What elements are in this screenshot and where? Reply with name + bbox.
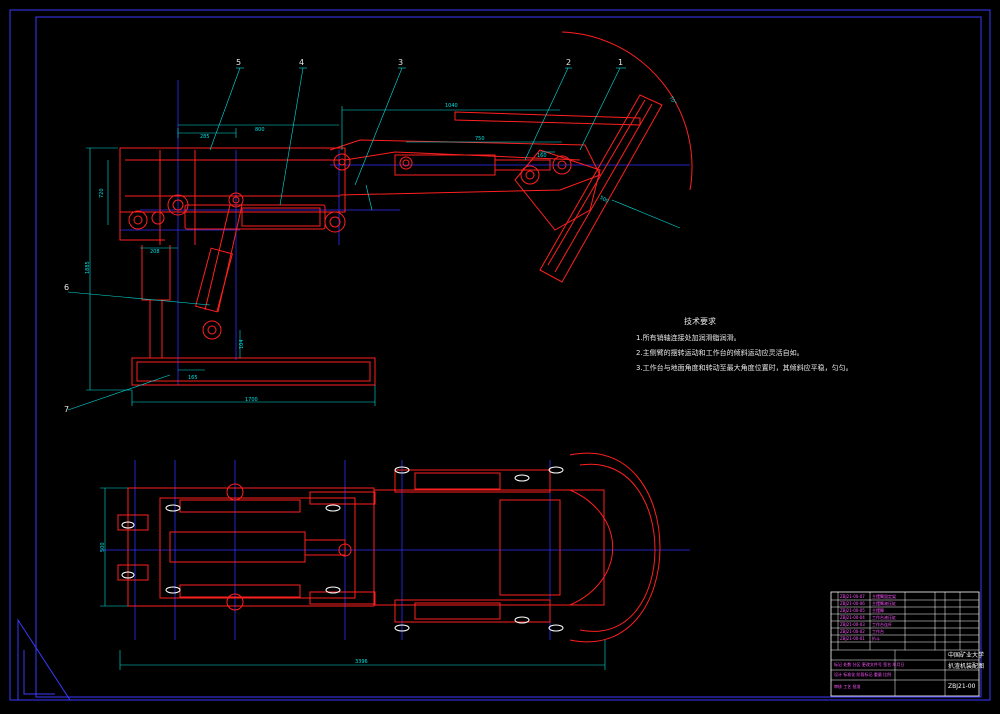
dim-285: 285: [200, 134, 210, 140]
top-view: 500 3396: [100, 452, 690, 670]
callout-4: 4: [299, 58, 304, 67]
inner-frame: [35, 16, 982, 698]
title-block-code: ZBJ21-00: [948, 683, 976, 690]
dim-208: 208: [150, 249, 160, 255]
svg-text:ZBJ21-00-06: ZBJ21-00-06: [840, 601, 865, 606]
svg-text:审核 工艺 批准: 审核 工艺 批准: [834, 683, 861, 689]
note-line-1: 1.所有销轴连接处加润滑脂润滑。: [636, 334, 741, 342]
callout-3: 3: [398, 58, 403, 67]
svg-text:主摆臂固定架: 主摆臂固定架: [872, 593, 896, 599]
dim-104: 104: [239, 339, 245, 349]
svg-text:工作台: 工作台: [872, 628, 884, 634]
svg-text:设计 标准化 阶段标记 重量 比例: 设计 标准化 阶段标记 重量 比例: [834, 671, 891, 677]
title-block-name: 扒渣机装配图: [948, 662, 984, 670]
notes-title: 技术要求: [684, 317, 716, 326]
svg-text:工作台连杆: 工作台连杆: [872, 621, 892, 627]
dim-160: 160: [537, 153, 547, 159]
svg-text:扒斗: 扒斗: [872, 635, 880, 641]
dim-500: 500: [598, 195, 609, 205]
callout-5: 5: [236, 58, 241, 67]
dim-1885: 1885: [85, 261, 91, 274]
svg-text:ZBJ21-00-01: ZBJ21-00-01: [840, 636, 865, 641]
svg-text:标记 处数 分区 更改文件号 签名 年月日: 标记 处数 分区 更改文件号 签名 年月日: [834, 661, 904, 667]
dim-70: 70°: [668, 95, 678, 106]
technical-requirements: 技术要求 1.所有销轴连接处加润滑脂润滑。 2.主侧臂的摆转运动和工作台的倾斜运…: [636, 314, 853, 376]
dim-3396: 3396: [355, 659, 368, 665]
svg-text:工作台液压缸: 工作台液压缸: [872, 614, 896, 620]
callout-1: 1: [618, 58, 623, 67]
title-block-company: 中国矿业大学: [948, 651, 984, 659]
corner-mark: [17, 618, 71, 701]
dim-500-top: 500: [100, 542, 106, 552]
outer-frame: [9, 9, 991, 701]
dim-165: 165: [188, 375, 198, 381]
note-line-2: 2.主侧臂的摆转运动和工作台的倾斜运动应灵活自如。: [636, 349, 804, 357]
svg-text:ZBJ21-00-07: ZBJ21-00-07: [840, 594, 865, 599]
svg-text:ZBJ21-00-05: ZBJ21-00-05: [840, 608, 865, 613]
dim-800: 800: [255, 127, 265, 133]
svg-text:主摆臂: 主摆臂: [872, 607, 884, 613]
callout-2: 2: [566, 58, 571, 67]
note-line-3: 3.工作台与地面角度和转动至最大角度位置时，其倾斜应平稳，匀匀。: [636, 364, 853, 372]
side-view: 1040 750 800 285 720 1885 208 165 1700 1…: [64, 31, 693, 414]
dim-720: 720: [99, 188, 105, 198]
title-block: ZBJ21-00-07 主摆臂固定架 ZBJ21-00-06 主摆臂液压缸 ZBJ2…: [830, 591, 984, 697]
dim-1700: 1700: [245, 397, 258, 403]
dim-1040: 1040: [445, 103, 458, 109]
svg-text:ZBJ21-00-02: ZBJ21-00-02: [840, 629, 865, 634]
dim-750: 750: [475, 136, 485, 142]
svg-text:主摆臂液压缸: 主摆臂液压缸: [872, 600, 896, 606]
callout-6: 6: [64, 283, 69, 292]
svg-text:ZBJ21-00-04: ZBJ21-00-04: [840, 615, 865, 620]
svg-text:ZBJ21-00-03: ZBJ21-00-03: [840, 622, 865, 627]
callout-7: 7: [64, 405, 69, 414]
